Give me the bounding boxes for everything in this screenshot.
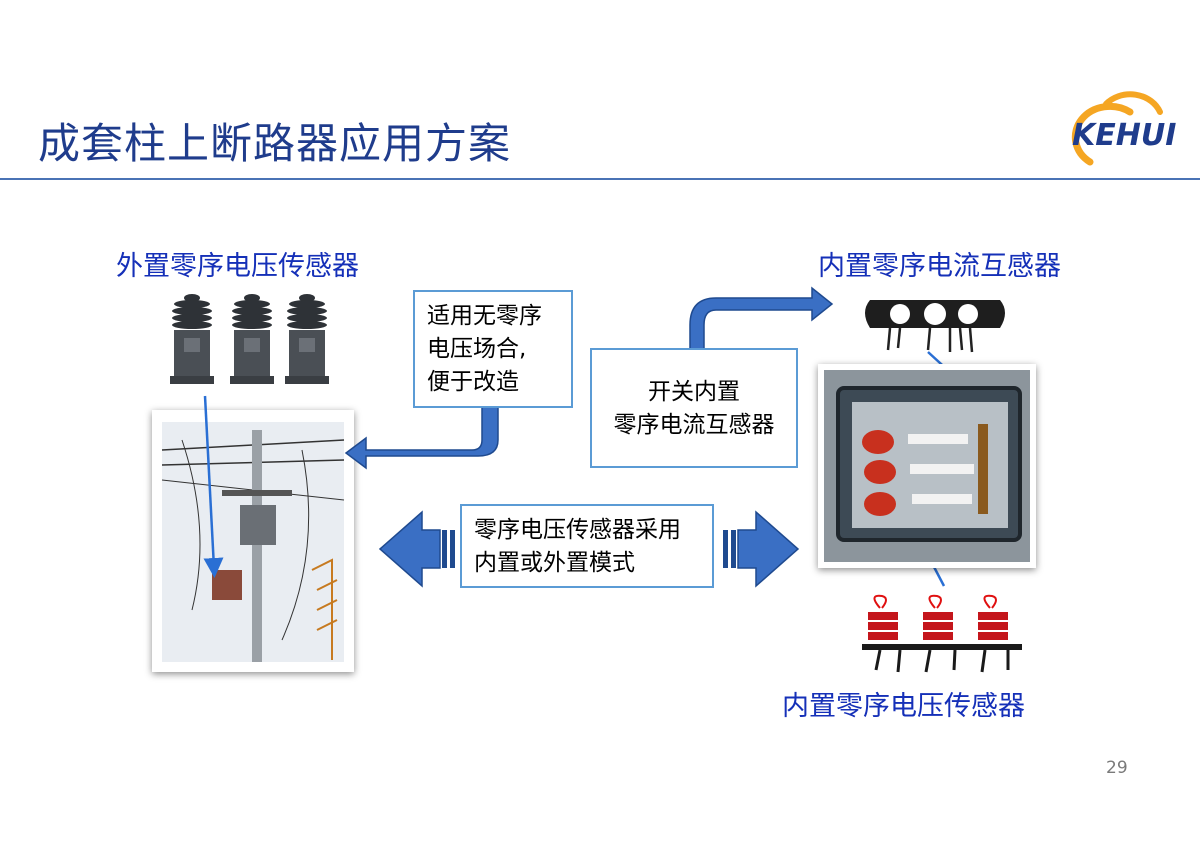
note-applicable-line-3: 便于改造 xyxy=(427,369,519,395)
page-number: 29 xyxy=(1106,758,1128,778)
page-title: 成套柱上断路器应用方案 xyxy=(38,119,512,168)
note-switch-internal-line-1: 开关内置 xyxy=(648,379,740,405)
note-applicable-line-1: 适用无零序 xyxy=(427,303,542,329)
note-mode-line-1: 零序电压传感器采用 xyxy=(474,517,681,543)
voltage-sensor-insulator-1 xyxy=(170,294,214,384)
label-internal-current-transformer: 内置零序电流互感器 xyxy=(818,251,1061,282)
logo-text: KEHUI xyxy=(1072,118,1177,153)
internal-ct-image xyxy=(865,300,1005,353)
voltage-sensor-insulator-2 xyxy=(230,294,274,384)
label-internal-voltage-sensor: 内置零序电压传感器 xyxy=(782,691,1025,722)
logo-swoosh-icon xyxy=(1071,91,1163,166)
switch-internals-photo xyxy=(818,364,1036,568)
note-applicable-line-2: 电压场合, xyxy=(427,336,527,362)
note-applicable: 适用无零序 电压场合, 便于改造 xyxy=(413,290,573,408)
coil-2 xyxy=(923,594,953,640)
label-external-voltage-sensor: 外置零序电压传感器 xyxy=(116,251,359,282)
coil-1 xyxy=(868,594,898,640)
left-arrow-icon xyxy=(378,510,455,588)
title-divider xyxy=(0,178,1200,180)
note-mode: 零序电压传感器采用 内置或外置模式 xyxy=(460,504,714,588)
note-switch-internal-line-2: 零序电流互感器 xyxy=(613,412,775,438)
note-mode-line-2: 内置或外置模式 xyxy=(474,550,635,576)
right-arrow-icon xyxy=(723,510,800,588)
utility-pole-image xyxy=(161,422,345,662)
internal-voltage-sensor-image xyxy=(862,594,1022,673)
pole-photo xyxy=(152,410,354,672)
voltage-sensor-insulator-3 xyxy=(285,294,329,384)
switch-internals-image xyxy=(824,370,1030,562)
note-switch-internal: 开关内置 零序电流互感器 xyxy=(590,348,798,468)
external-voltage-sensors-image xyxy=(170,294,329,384)
coil-3 xyxy=(978,594,1008,640)
company-logo: KEHUI xyxy=(1060,91,1190,174)
